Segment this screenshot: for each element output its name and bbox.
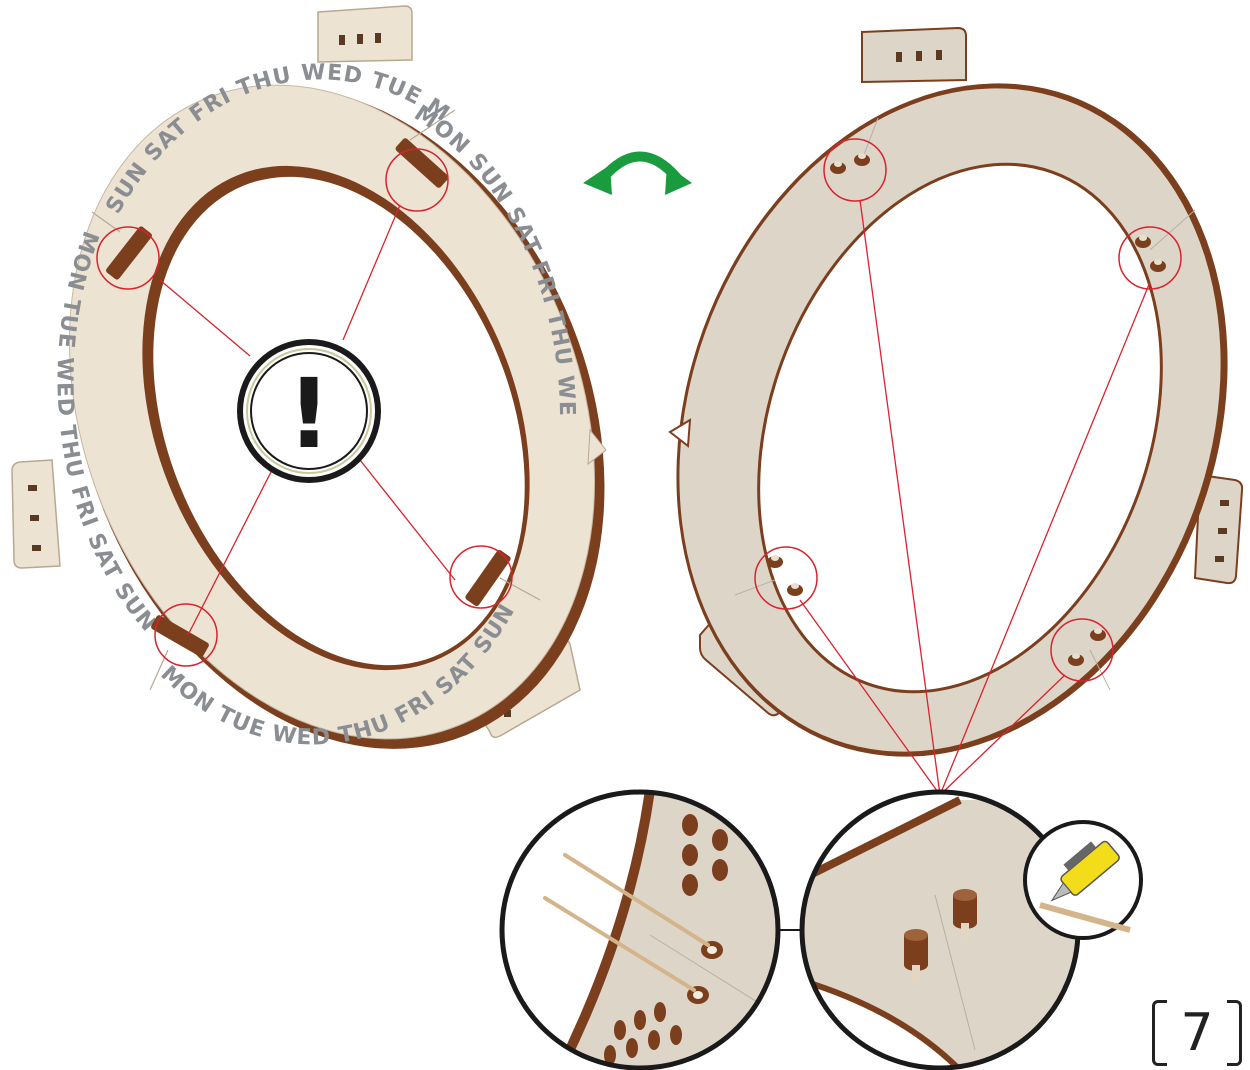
flip-arrow-icon — [583, 157, 692, 196]
warning-icon: ! — [237, 339, 381, 483]
warning-symbol: ! — [287, 358, 331, 470]
page-number: 7 — [1152, 1000, 1242, 1066]
zoom-detail-toothpicks — [500, 790, 780, 1070]
right-ring-back — [585, 5, 1250, 835]
utility-knife-icon — [1025, 822, 1141, 938]
zoom-detail-pegs — [800, 790, 1080, 1070]
